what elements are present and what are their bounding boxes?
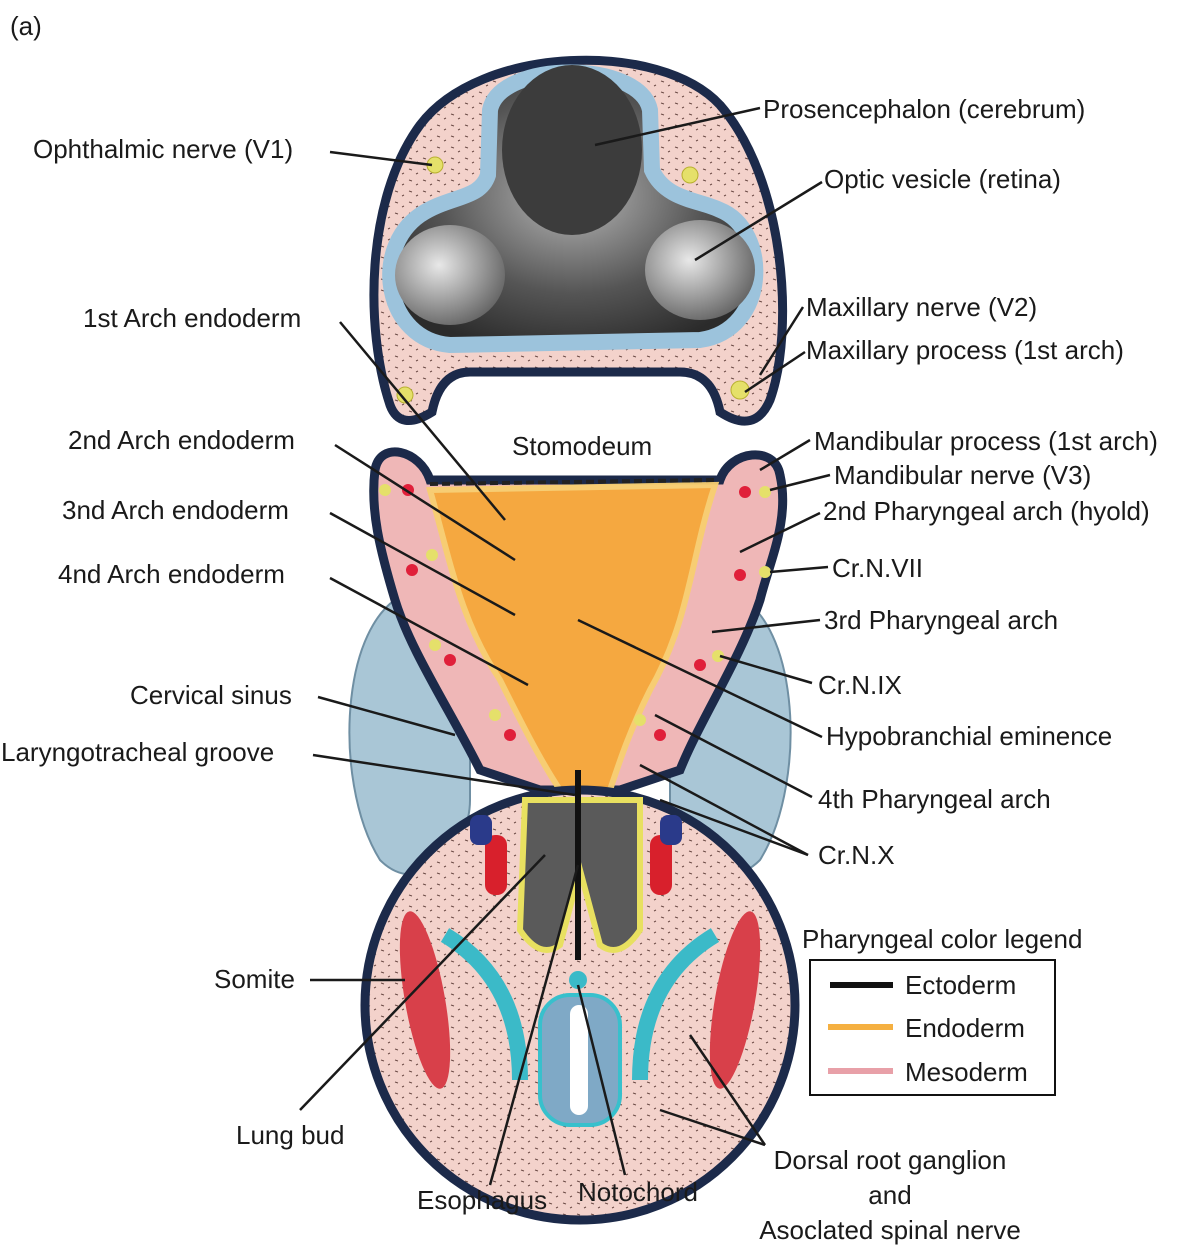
label-mandibular-nerve: Mandibular nerve (V3) <box>834 460 1091 490</box>
arch-vessels-nerves <box>379 484 771 741</box>
label-2nd-arch-endoderm: 2nd Arch endoderm <box>68 425 295 455</box>
label-drg-line3: Asoclated spinal nerve <box>759 1215 1021 1245</box>
legend-label-mesoderm: Mesoderm <box>905 1057 1028 1087</box>
label-cervical-sinus: Cervical sinus <box>130 680 292 710</box>
leader-lines <box>299 106 831 1186</box>
label-1st-arch-endoderm: 1st Arch endoderm <box>83 303 301 333</box>
label-crn-x: Cr.N.X <box>818 840 895 870</box>
label-3rd-pharyngeal-arch: 3rd Pharyngeal arch <box>824 605 1058 635</box>
label-mandibular-process: Mandibular process (1st arch) <box>814 426 1158 456</box>
legend-label-ectoderm: Ectoderm <box>905 970 1016 1000</box>
dorsal-root-ganglia <box>440 928 720 1081</box>
label-3nd-arch-endoderm: 3nd Arch endoderm <box>62 495 289 525</box>
label-4th-pharyngeal-arch: 4th Pharyngeal arch <box>818 784 1051 814</box>
label-notochord: Notochord <box>578 1177 698 1207</box>
label-crn-vii: Cr.N.VII <box>832 553 923 583</box>
label-crn-ix: Cr.N.IX <box>818 670 902 700</box>
label-prosencephalon: Prosencephalon (cerebrum) <box>763 94 1085 124</box>
nerve-dots-head <box>396 156 750 404</box>
optic-vesicle-right <box>645 220 755 320</box>
label-maxillary-nerve: Maxillary nerve (V2) <box>806 292 1037 322</box>
label-somite: Somite <box>214 964 295 994</box>
trachea-lung-buds <box>516 797 643 953</box>
aortae <box>470 815 682 895</box>
label-4nd-arch-endoderm: 4nd Arch endoderm <box>58 559 285 589</box>
label-hypobranchial-eminence: Hypobranchial eminence <box>826 721 1112 751</box>
label-2nd-pharyngeal-arch: 2nd Pharyngeal arch (hyold) <box>823 496 1150 526</box>
somite-right <box>709 911 761 1089</box>
color-legend: Pharyngeal color legend Ectoderm Endoder… <box>802 924 1082 1096</box>
legend-label-endoderm: Endoderm <box>905 1013 1025 1043</box>
label-esophagus: Esophagus <box>417 1185 547 1215</box>
label-drg-line2: and <box>868 1180 911 1210</box>
label-maxillary-process: Maxillary process (1st arch) <box>806 335 1124 365</box>
label-stomodeum: Stomodeum <box>512 431 652 461</box>
notochord-shape <box>569 971 587 989</box>
legend-title: Pharyngeal color legend <box>802 924 1082 954</box>
prosencephalon-shape <box>502 65 642 235</box>
somite-left <box>399 911 451 1089</box>
label-laryngotracheal-groove: Laryngotracheal groove <box>1 737 274 767</box>
label-ophthalmic-nerve: Ophthalmic nerve (V1) <box>33 134 293 164</box>
label-drg-line1: Dorsal root ganglion <box>774 1145 1007 1175</box>
label-optic-vesicle: Optic vesicle (retina) <box>824 164 1061 194</box>
label-lung-bud: Lung bud <box>236 1120 344 1150</box>
neural-canal <box>570 1005 588 1115</box>
optic-vesicle-left <box>395 225 505 325</box>
panel-label: (a) <box>10 11 42 41</box>
